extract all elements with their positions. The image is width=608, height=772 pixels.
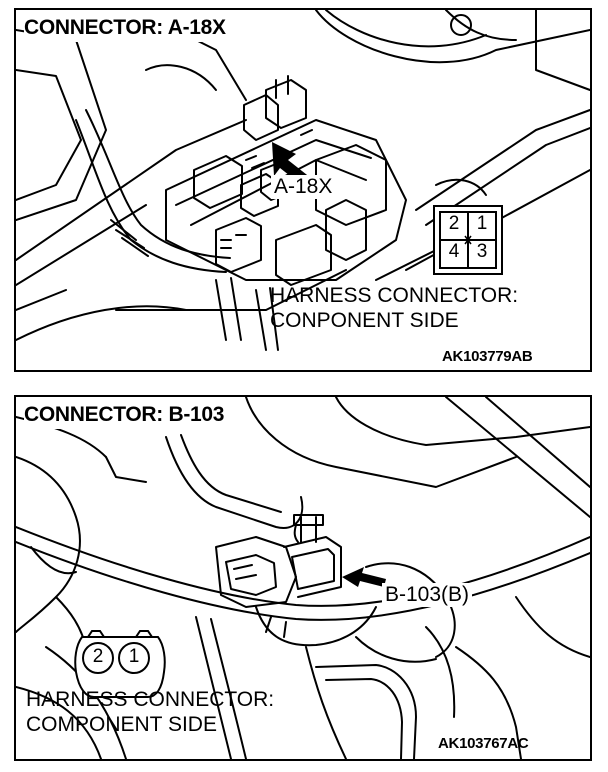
connector-callout-label: B-103(B) <box>382 583 473 607</box>
panel-title: CONNECTOR: B-103 <box>24 403 229 429</box>
connector-a18x-panel: CONNECTOR: A-18X A-18X 2 1 4 3 HARNESS C… <box>14 8 592 372</box>
pin-label: 2 <box>448 213 460 234</box>
harness-label-line: COMPONENT SIDE <box>26 713 217 736</box>
harness-connector-label: HARNESS CONNECTOR: CONPONENT SIDE <box>270 283 518 333</box>
figure-code: AK103779AB <box>442 348 533 365</box>
pin-label: 4 <box>448 241 460 262</box>
pin-grid-a <box>433 205 503 275</box>
connector-callout-label: A-18X <box>271 175 336 199</box>
harness-label-line: HARNESS CONNECTOR: <box>270 284 519 307</box>
pin-label: 1 <box>128 646 140 667</box>
harness-label-line: HARNESS CONNECTOR: <box>26 688 275 711</box>
harness-label-line: CONPONENT SIDE <box>270 309 459 332</box>
pin-label: 2 <box>92 646 104 667</box>
panel-title: CONNECTOR: A-18X <box>24 16 230 42</box>
engine-bay-illustration-a <box>16 10 590 351</box>
callout-arrow-b <box>342 567 386 587</box>
pin-label: 1 <box>476 213 488 234</box>
harness-connector-label: HARNESS CONNECTOR: COMPONENT SIDE <box>26 687 274 737</box>
connector-b103-panel: CONNECTOR: B-103 B-103(B) 2 1 HARNESS CO… <box>14 395 592 761</box>
pin-connector-b <box>74 630 166 698</box>
figure-code: AK103767AC <box>438 735 529 752</box>
pin-label: 3 <box>476 241 488 262</box>
